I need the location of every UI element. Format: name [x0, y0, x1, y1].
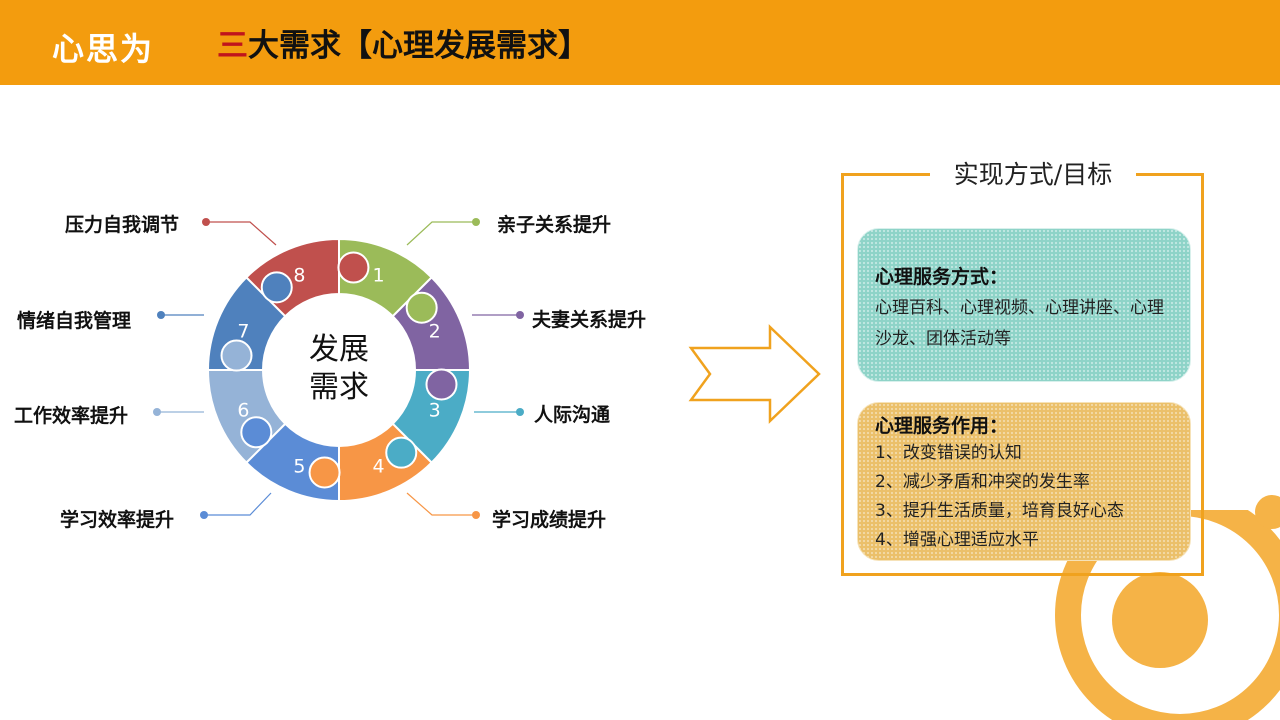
- page-title: 三大需求【心理发展需求】: [217, 20, 589, 65]
- label-couple: 夫妻关系提升: [532, 309, 647, 331]
- puzzle-tab-5: [240, 416, 273, 449]
- effect-item: 4、增强心理适应水平: [875, 530, 1039, 550]
- connector-dot-1: [472, 218, 480, 226]
- connector-dot-7: [157, 311, 165, 319]
- header-bar: 心思为 三大需求【心理发展需求】: [0, 0, 1280, 85]
- segment-number-6: 6: [237, 400, 249, 422]
- label-grades: 学习成绩提升: [492, 509, 607, 531]
- segment-number-3: 3: [429, 400, 441, 422]
- methods-heading: 心理服务方式：: [875, 266, 1009, 288]
- label-interpersonal: 人际沟通: [534, 404, 611, 426]
- puzzle-tab-6: [220, 339, 253, 372]
- connector-line-5: [204, 492, 272, 516]
- connector-line-8: [206, 221, 277, 246]
- right-arrow-icon: [688, 324, 821, 424]
- center-label-line2: 需求: [309, 370, 369, 405]
- needs-ring-diagram: 发展 需求 1 2 3 4 5 6 7 8: [153, 218, 524, 519]
- page-title-text: 大需求【心理发展需求】: [248, 28, 589, 64]
- connector-dot-3: [516, 408, 524, 416]
- goals-title: 实现方式/目标: [930, 157, 1136, 193]
- label-parent-child: 亲子关系提升: [497, 214, 612, 236]
- methods-box: 心理服务方式： 心理百科、心理视频、心理讲座、心理沙龙、团体活动等: [857, 228, 1191, 382]
- connector-dot-5: [200, 511, 208, 519]
- label-emotion: 情绪自我管理: [17, 310, 132, 332]
- puzzle-tab-8: [337, 251, 370, 284]
- segment-number-1: 1: [373, 264, 385, 286]
- brand-logo: 心思为: [52, 30, 155, 68]
- connector-dot-8: [202, 218, 210, 226]
- puzzle-tab-3: [385, 436, 418, 469]
- effect-item: 3、提升生活质量，培育良好心态: [875, 501, 1124, 521]
- connector-line-1: [406, 221, 476, 246]
- connector-dot-2: [516, 311, 524, 319]
- segment-number-5: 5: [293, 456, 305, 478]
- effect-item: 1、改变错误的认知: [875, 443, 1022, 463]
- segment-number-8: 8: [293, 264, 305, 286]
- center-label-line1: 发展: [309, 332, 369, 367]
- label-stress: 压力自我调节: [65, 214, 180, 236]
- connector-dot-4: [472, 511, 480, 519]
- segment-number-2: 2: [429, 320, 441, 342]
- effect-item: 2、减少矛盾和冲突的发生率: [875, 472, 1090, 492]
- label-study-efficiency: 学习效率提升: [60, 509, 175, 531]
- puzzle-tab-1: [405, 291, 438, 324]
- connector-dot-6: [153, 408, 161, 416]
- segment-number-4: 4: [373, 456, 385, 478]
- effects-box: 心理服务作用： 1、改变错误的认知 2、减少矛盾和冲突的发生率 3、提升生活质量…: [857, 402, 1191, 561]
- label-work-efficiency: 工作效率提升: [14, 405, 129, 427]
- methods-body: 心理百科、心理视频、心理讲座、心理沙龙、团体活动等: [875, 298, 1164, 349]
- puzzle-tab-7: [260, 271, 293, 304]
- connector-line-4: [406, 492, 476, 516]
- puzzle-tab-4: [308, 456, 341, 489]
- segment-number-7: 7: [237, 320, 249, 342]
- effects-heading: 心理服务作用：: [875, 415, 1009, 437]
- ring-center: [263, 294, 415, 446]
- page-title-prefix: 三: [217, 28, 248, 64]
- puzzle-tab-2: [425, 368, 458, 401]
